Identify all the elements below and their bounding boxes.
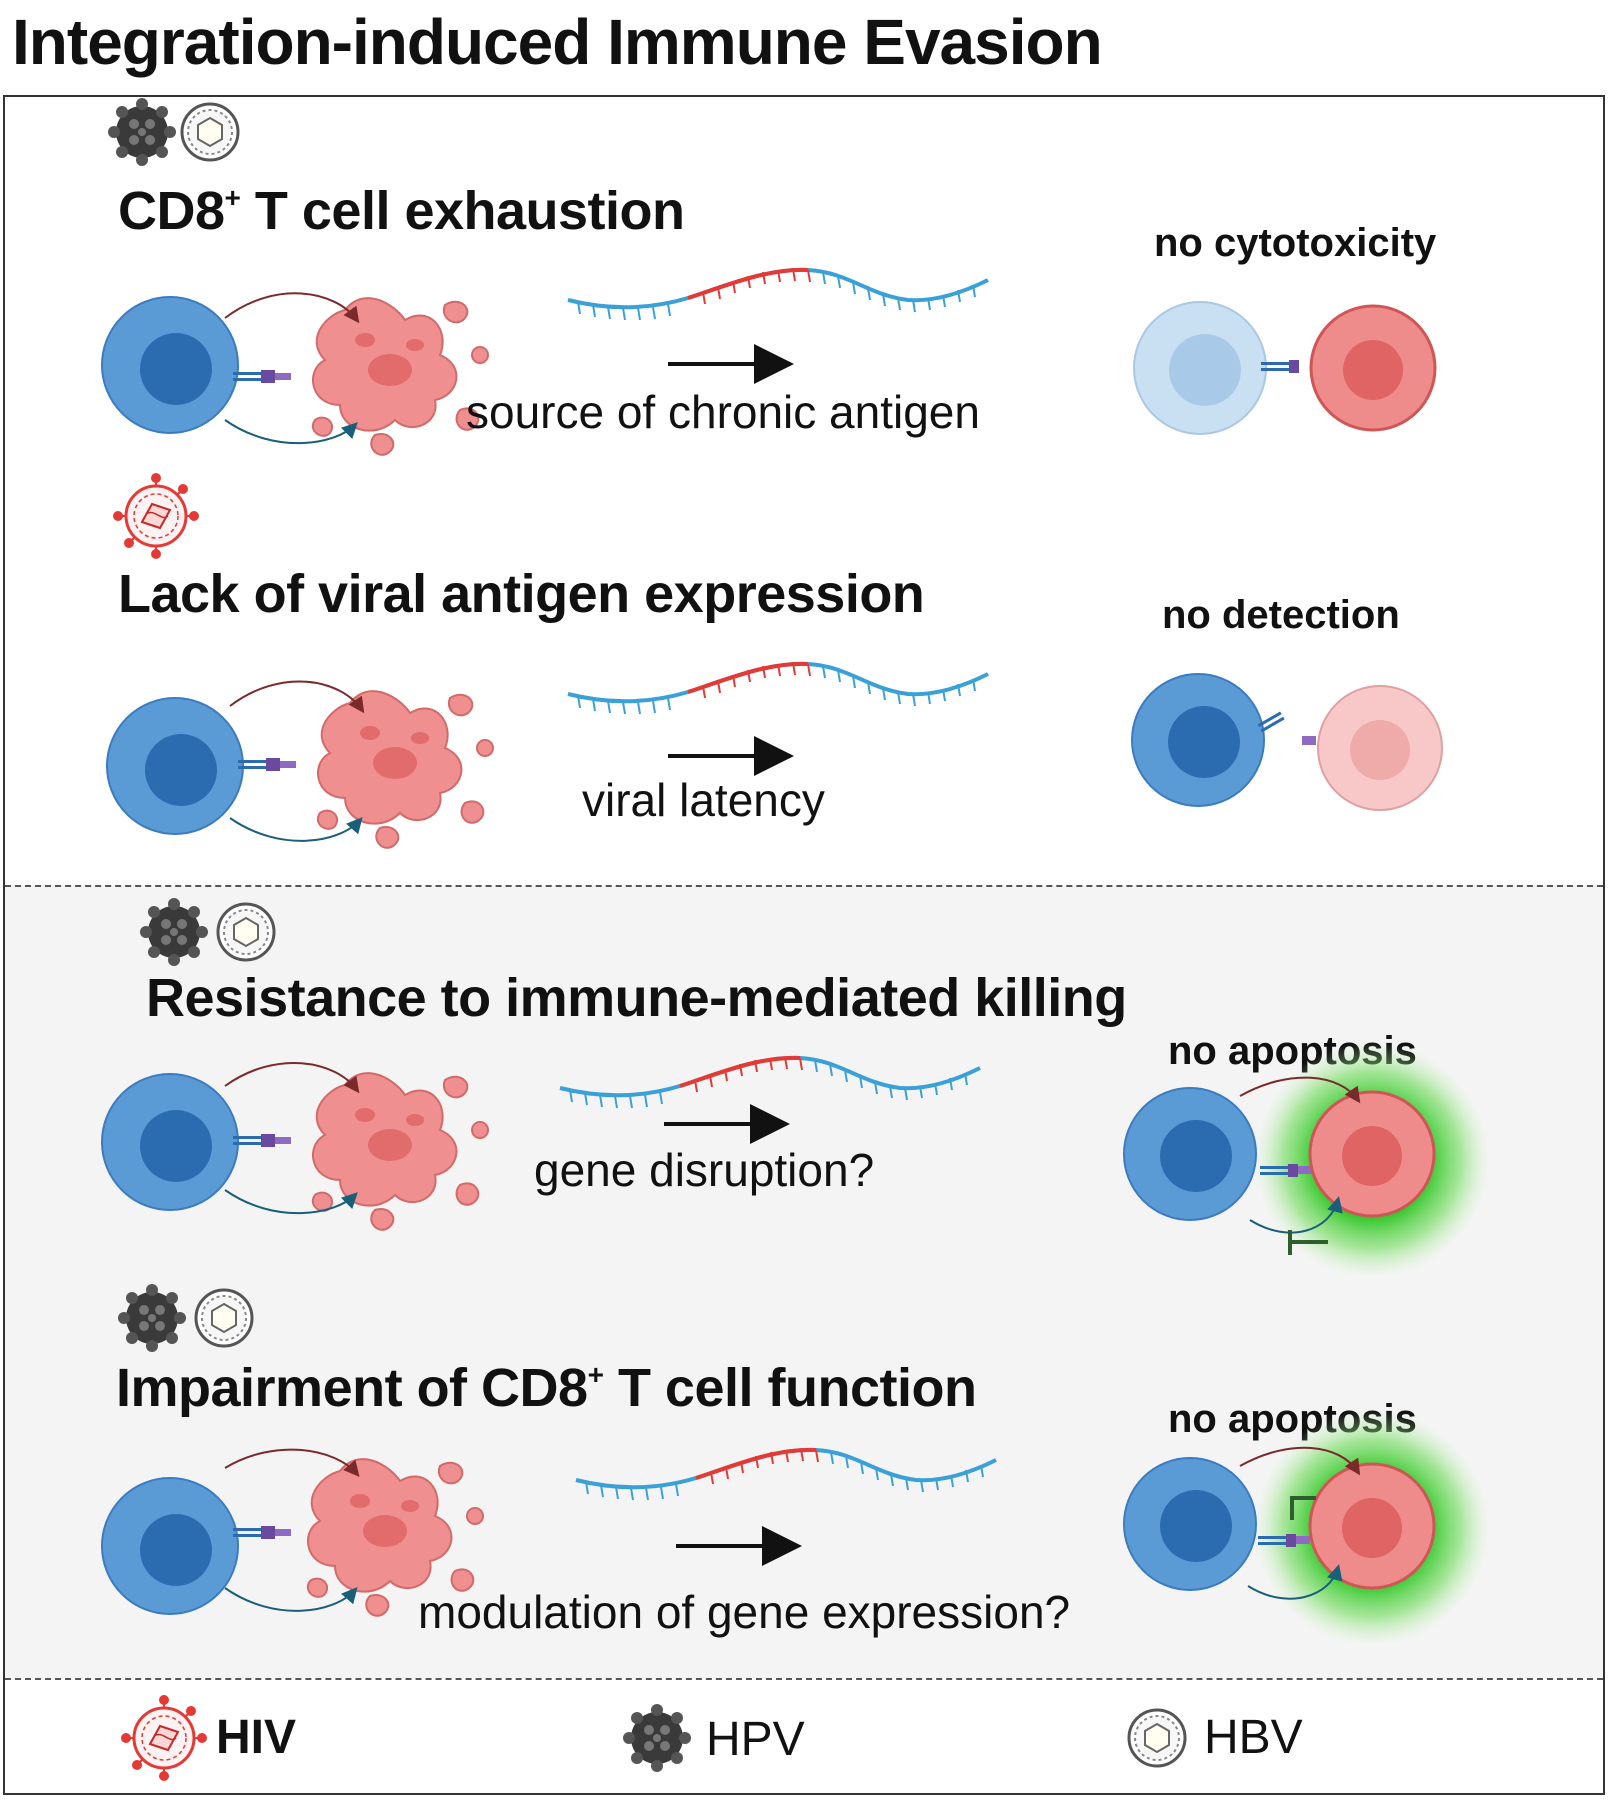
section4-dna: [574, 1447, 998, 1502]
figure-frame: [3, 95, 1605, 1795]
section2-mechanism: viral latency: [582, 774, 825, 826]
section1-outcome: no cytotoxicity: [1154, 221, 1437, 265]
section2-outcome: no detection: [1162, 593, 1400, 637]
section1-mechanism: source of chronic antigen: [466, 386, 980, 438]
cd8-t-cell: [101, 1477, 239, 1615]
section4-title: Impairment of CD8+ T cell function: [116, 1358, 977, 1418]
legend-hpv-icon: [623, 1704, 691, 1772]
section4-mechanism: modulation of gene expression?: [418, 1586, 1071, 1638]
section1-title: CD8+ T cell exhaustion: [118, 181, 685, 241]
section3-result: [1123, 1042, 1490, 1278]
section3-dna: [558, 1055, 982, 1110]
legend-hiv-label: HIV: [216, 1711, 297, 1764]
cd8-t-cell: [101, 296, 239, 434]
section3-interaction: [101, 1061, 489, 1231]
section1-virus-icons: [108, 98, 240, 166]
hpv-virus-icon: [140, 898, 208, 966]
hpv-virus-icon: [108, 98, 176, 166]
section3-virus-icons: [140, 898, 276, 966]
legend-hpv-label: HPV: [706, 1713, 805, 1766]
section4-arrow: [676, 1526, 802, 1566]
section1-result: [1133, 301, 1437, 435]
section2-virus-icons: [111, 471, 201, 561]
section2-dna: [566, 661, 990, 716]
hbv-virus-icon: [194, 1288, 254, 1348]
cd8-t-cell: [106, 697, 244, 835]
section2-title: Lack of viral antigen expression: [118, 564, 925, 624]
tumor-cell: [311, 297, 489, 456]
section2-arrow: [668, 736, 794, 776]
tcr-mhc-complex: [233, 1526, 291, 1539]
section2-result: [1131, 673, 1443, 811]
section4-result: [1123, 1410, 1490, 1646]
hiv-virus-icon: [111, 471, 201, 561]
legend-divider: [5, 1678, 1603, 1680]
hpv-virus-icon: [118, 1284, 186, 1352]
tcr-mhc-complex: [238, 758, 296, 771]
legend-hiv-icon: [119, 1693, 209, 1783]
tcr-mhc-complex: [233, 1134, 291, 1147]
panel-divider: [5, 885, 1603, 887]
section1-dna: [566, 267, 990, 322]
legend-hbv-label: HBV: [1204, 1711, 1303, 1764]
section1-interaction: [101, 292, 489, 456]
tcr-mhc-complex: [233, 370, 291, 383]
section4-virus-icons: [118, 1284, 254, 1352]
figure-title: Integration-induced Immune Evasion: [12, 6, 1103, 78]
hbv-virus-icon: [216, 902, 276, 962]
section1-arrow: [668, 344, 794, 384]
section3-arrow: [664, 1104, 790, 1144]
hbv-virus-icon: [180, 102, 240, 162]
cd8-t-cell: [101, 1073, 239, 1211]
section4-interaction: [101, 1448, 484, 1617]
legend-hbv-icon: [1127, 1708, 1187, 1768]
section3-mechanism: gene disruption?: [534, 1144, 875, 1196]
section2-interaction: [106, 680, 494, 849]
section3-title: Resistance to immune-mediated killing: [146, 968, 1127, 1028]
tumor-cell: [316, 690, 494, 849]
